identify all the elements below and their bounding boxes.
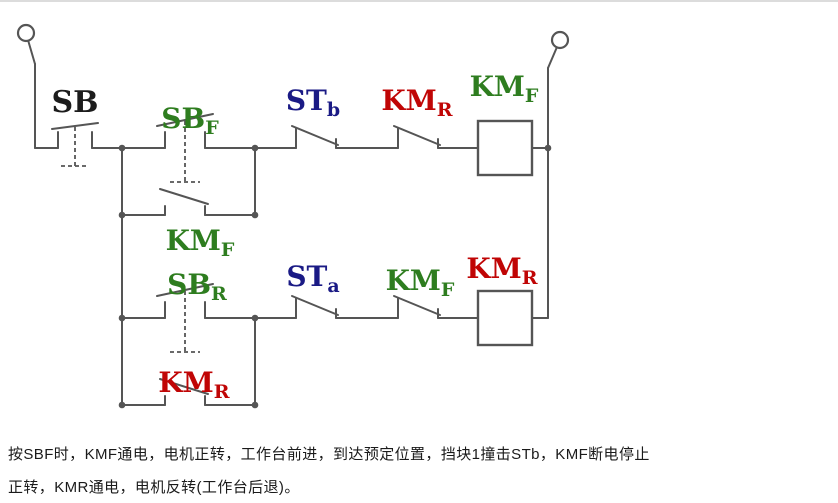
stop-button-label: SB: [51, 85, 98, 120]
kmr-coil: [476, 289, 534, 347]
kmf-coil-label: KMF: [470, 70, 539, 107]
forward-start-button-label: SBF: [161, 102, 219, 139]
kmr-interlock-contact: [393, 125, 441, 149]
caption-line-2: 正转，KMR通电，电机反转(工作台后退)。: [8, 479, 300, 496]
supply-terminal-left: [16, 23, 36, 43]
kmr-interlock-label: KMR: [381, 84, 452, 121]
sta-limit-switch-label: STa: [286, 260, 339, 297]
reverse-start-button-contact: [156, 283, 214, 353]
stop-button-contact: [51, 122, 99, 167]
circuit-schematic: SB SBF KMF SBR KMR STb KMR KMF STa KMF K…: [16, 23, 570, 409]
kmf-interlock-label: KMF: [386, 264, 455, 301]
kmf-holding-contact-label: KMF: [166, 224, 235, 261]
kmr-coil-label: KMR: [466, 252, 537, 289]
top-divider: [0, 0, 838, 2]
kmf-coil: [476, 119, 534, 177]
caption-line-1: 按SBF时，KMF通电，电机正转，工作台前进，到达预定位置，挡块1撞击STb，K…: [8, 446, 650, 463]
kmf-interlock-contact: [393, 295, 441, 319]
junction-dots: [118, 144, 552, 409]
kmr-holding-contact-label: KMR: [158, 366, 229, 403]
forward-start-button-contact: [156, 113, 214, 183]
wiring: [27, 39, 558, 406]
stb-limit-switch-label: STb: [286, 84, 340, 121]
kmf-holding-contact: [159, 188, 209, 216]
stb-limit-switch-contact: [291, 125, 339, 149]
reverse-start-button-label: SBR: [167, 268, 227, 305]
supply-terminal-right: [550, 30, 570, 50]
kmr-holding-contact: [159, 378, 209, 406]
sta-limit-switch-contact: [291, 295, 339, 319]
